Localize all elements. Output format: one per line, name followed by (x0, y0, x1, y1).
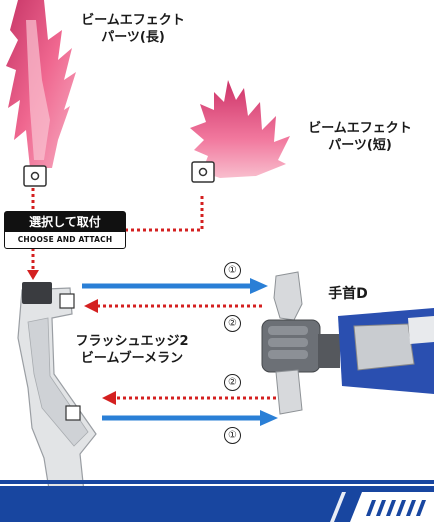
beam-effect-short-part (190, 80, 290, 183)
beam-effect-long-part (6, 0, 76, 187)
step-1-bottom: ① (224, 427, 241, 444)
beam-effect-long-label-line1: ビームエフェクト (81, 13, 185, 28)
beam-effect-short-label-line2: パーツ(短) (328, 138, 392, 153)
step-1-top: ① (224, 262, 241, 279)
beam-effect-short-label-line1: ビームエフェクト (308, 121, 412, 136)
flash-edge-weapon-part (17, 282, 97, 522)
instruction-jp: 選択して取付 (29, 215, 101, 229)
footer-stripes-decoration (330, 492, 434, 522)
weapon-label-line2: ビームブーメラン (80, 351, 184, 366)
step-2-bottom: ② (224, 374, 241, 391)
step-2-top: ② (224, 315, 241, 332)
choose-and-attach-badge: 選択して取付 CHOOSE AND ATTACH (4, 211, 126, 249)
weapon-label: フラッシュエッジ2 ビームブーメラン (62, 333, 202, 367)
hand-d-label: 手首D (328, 286, 368, 302)
hand-d-part (261, 271, 434, 415)
beam-effect-short-label: ビームエフェクト パーツ(短) (300, 120, 420, 154)
footer-accent-line (0, 480, 434, 484)
beam-effect-long-label-line2: パーツ(長) (101, 30, 165, 45)
instruction-en: CHOOSE AND ATTACH (5, 232, 125, 248)
weapon-label-line1: フラッシュエッジ2 (75, 334, 189, 349)
beam-effect-long-label: ビームエフェクト パーツ(長) (78, 12, 188, 46)
